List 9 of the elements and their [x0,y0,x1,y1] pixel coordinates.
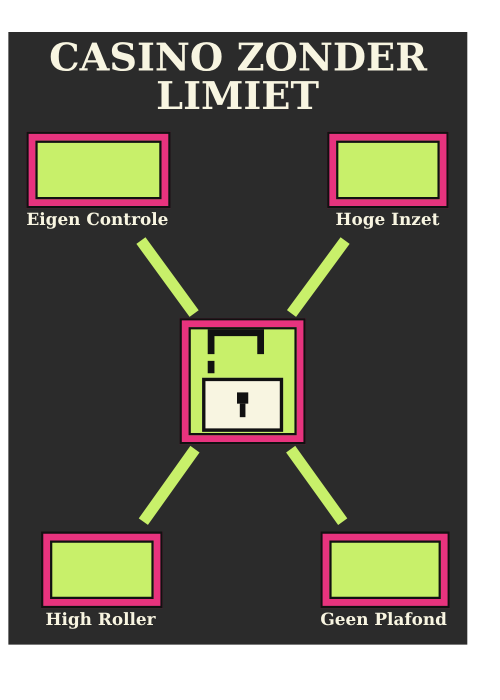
connector [286,445,348,524]
connector [286,236,350,316]
diagram-title: CASINO ZONDER LIMIET [49,35,428,118]
node-label: Geen Plafond [320,608,447,628]
connector [136,236,199,316]
node-label: Hoge Inzet [336,208,440,229]
node-label: High Roller [46,608,156,628]
node-label: Eigen Controle [26,208,168,229]
connector [138,445,200,524]
